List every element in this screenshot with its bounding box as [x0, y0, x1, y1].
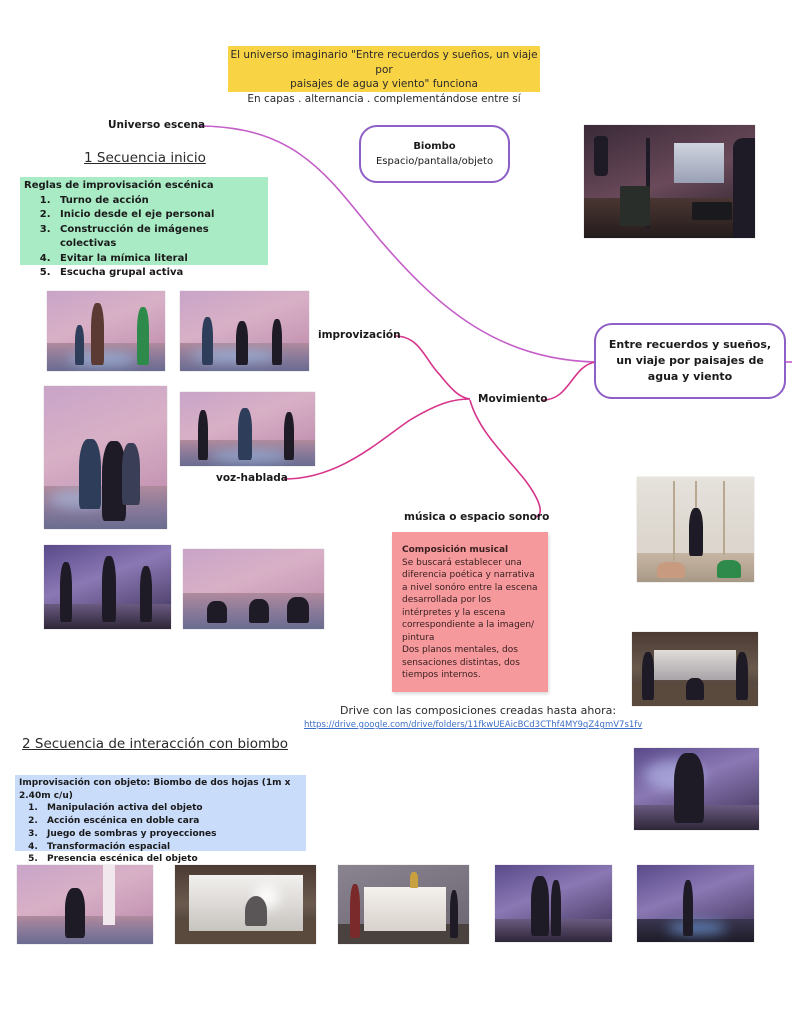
photo-biombo-1: [17, 865, 153, 944]
connector-movimiento-central: [542, 361, 597, 401]
banner-line-2: paisajes de agua y viento" funciona: [290, 78, 478, 90]
note-body-2: Dos planos mentales, dos sensaciones dis…: [402, 645, 520, 680]
note-body: Se buscará establecer una diferencia poé…: [402, 557, 538, 643]
section2-rules-title: Improvisación con objeto: Biombo de dos …: [19, 778, 291, 801]
node-central-text: Entre recuerdos y sueños, un viaje por p…: [608, 338, 772, 383]
photo-dancers-1: [47, 291, 165, 371]
section1-title: 1 Secuencia inicio: [84, 150, 206, 166]
connector-improvizacion-movimiento: [394, 335, 471, 400]
section1-rules-box: Reglas de improvisación escénica Turno d…: [20, 177, 268, 278]
photo-dancers-6: [183, 549, 324, 629]
section2-title: 2 Secuencia de interacción con biombo: [22, 736, 289, 752]
rule-item: Manipulación activa del objeto: [41, 802, 302, 815]
node-central-theme[interactable]: Entre recuerdos y sueños, un viaje por p…: [594, 323, 786, 399]
rule-item: Evitar la mímica literal: [54, 252, 264, 267]
photo-biombo-frame: [637, 477, 754, 582]
rule-item: Escucha grupal activa: [54, 266, 264, 281]
rule-item: Juego de sombras y proyecciones: [41, 828, 302, 841]
photo-biombo-2: [175, 865, 316, 944]
rule-item: Acción escénica en doble cara: [41, 815, 302, 828]
rule-item: Turno de acción: [54, 194, 264, 209]
label-improvizacion: improvización: [318, 329, 401, 341]
photo-biombo-projection: [632, 632, 758, 706]
photo-biombo-shadows: [634, 748, 759, 830]
rule-item: Transformación espacial: [41, 841, 302, 854]
label-musica: música o espacio sonoro: [404, 511, 550, 523]
photo-biombo-4: [495, 865, 612, 942]
connector-musica-movimiento: [469, 399, 541, 518]
photo-dancers-5: [44, 545, 171, 629]
photo-biombo-5: [637, 865, 754, 942]
rule-item: Presencia escénica del objeto: [41, 853, 302, 866]
banner-line-3: En capas . alternancia . complementándos…: [247, 92, 521, 105]
photo-dancers-2: [180, 291, 309, 371]
drive-link[interactable]: https://drive.google.com/drive/folders/1…: [304, 720, 643, 730]
photo-dancers-4: [180, 392, 315, 466]
photo-biombo-3: [338, 865, 469, 944]
photo-dancers-3: [44, 386, 167, 529]
section2-rules-list: Manipulación activa del objeto Acción es…: [19, 802, 302, 866]
section2-rules-box: Improvisación con objeto: Biombo de dos …: [15, 775, 306, 864]
label-movimiento: Movimiento: [478, 393, 548, 405]
rule-item: Inicio desde el eje personal: [54, 208, 264, 223]
photo-equipment-setup: [584, 125, 755, 238]
intro-banner: El universo imaginario "Entre recuerdos …: [228, 46, 540, 105]
node-biombo[interactable]: Biombo Espacio/pantalla/objeto: [359, 125, 510, 183]
rule-item: Construcción de imágenes colectivas: [54, 223, 264, 252]
label-voz-hablada: voz-hablada: [216, 472, 288, 484]
banner-line-1: El universo imaginario "Entre recuerdos …: [230, 49, 538, 76]
drive-caption: Drive con las composiciones creadas hast…: [340, 704, 617, 717]
section1-rules-title: Reglas de improvisación escénica: [24, 180, 214, 191]
label-universo-escena: Universo escena: [108, 119, 206, 131]
section1-rules-list: Turno de acción Inicio desde el eje pers…: [24, 194, 264, 281]
note-composicion-musical: Composición musical Se buscará establece…: [392, 532, 548, 692]
note-title: Composición musical: [402, 545, 509, 555]
node-biombo-title: Biombo: [413, 141, 456, 152]
node-biombo-subtitle: Espacio/pantalla/objeto: [375, 156, 494, 167]
